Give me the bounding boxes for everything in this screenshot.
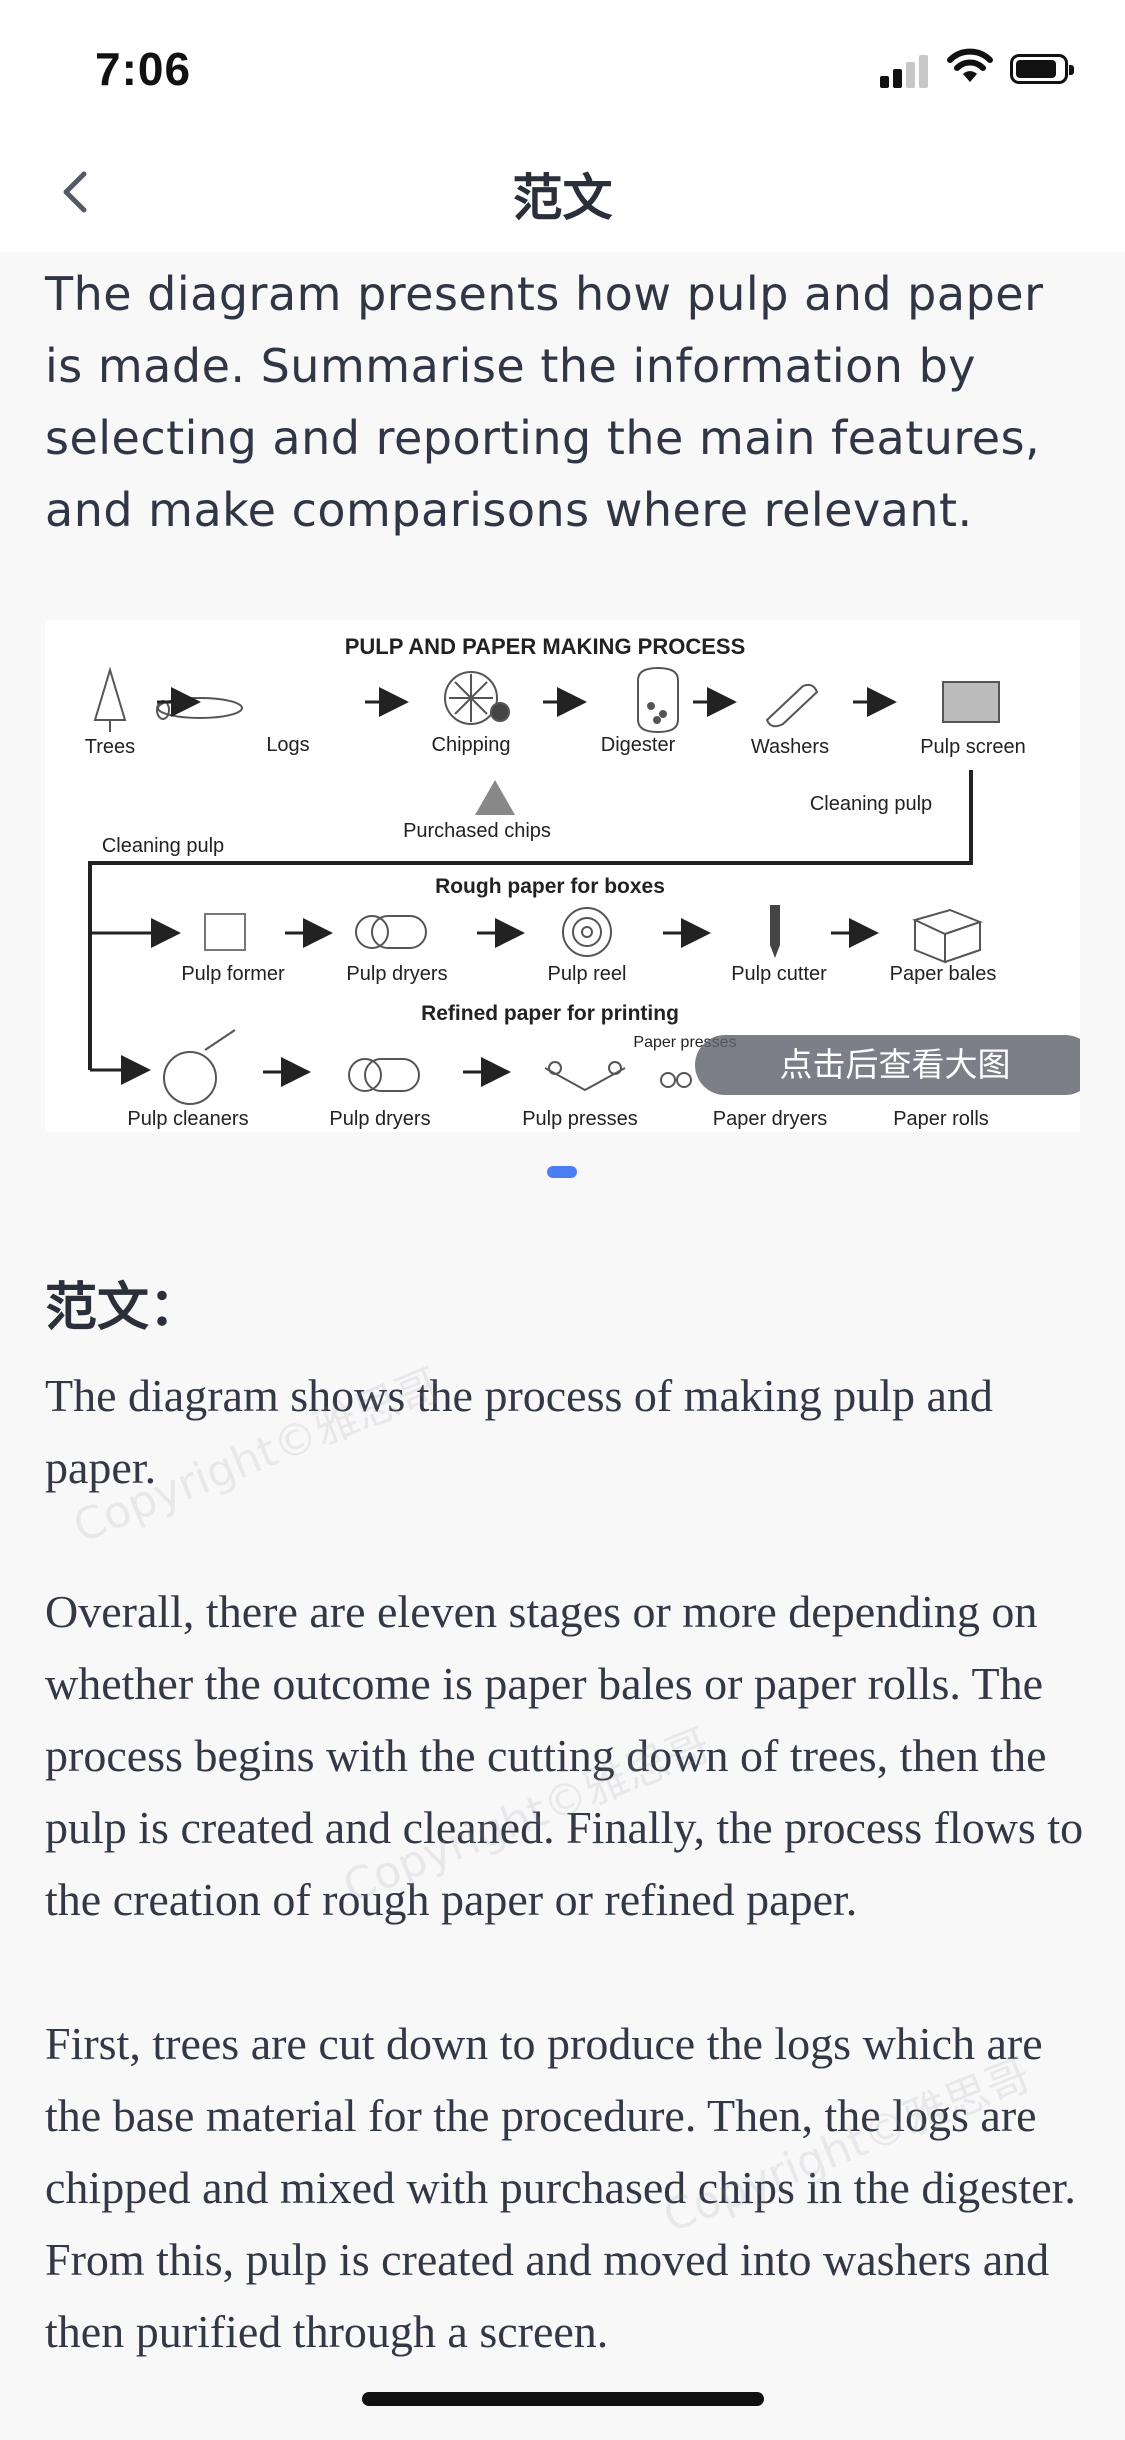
diagram-title: PULP AND PAPER MAKING PROCESS <box>345 634 746 659</box>
chevron-left-icon <box>63 171 87 213</box>
navigation-bar: 范文 <box>0 130 1125 252</box>
label-pulp-presses: Pulp presses <box>522 1108 638 1130</box>
essay-paragraph: First, trees are cut down to produce the… <box>45 2018 1076 2357</box>
pulp-cleaners-icon <box>163 1029 236 1105</box>
chipping-icon <box>444 671 510 725</box>
label-washers: Washers <box>751 736 829 758</box>
label-pulp-screen: Pulp screen <box>920 736 1026 758</box>
purchased-chips-icon <box>475 780 515 815</box>
label-cleaning-pulp-left: Cleaning pulp <box>102 835 224 857</box>
label-paper-dryers: Paper dryers <box>713 1108 828 1130</box>
paper-bales-icon <box>912 908 983 964</box>
label-purchased-chips: Purchased chips <box>403 820 551 842</box>
label-paper-rolls: Paper rolls <box>893 1108 989 1130</box>
pulp-former-icon <box>204 913 246 951</box>
tree-icon <box>93 666 127 732</box>
home-indicator[interactable] <box>362 2392 764 2406</box>
essay-paragraph: Overall, there are eleven stages or more… <box>45 1586 1084 1925</box>
pulp-dryers-icon <box>355 915 427 949</box>
carousel-page-indicator <box>547 1166 577 1178</box>
cellular-signal-icon <box>880 54 928 88</box>
status-bar: 7:06 <box>0 0 1125 130</box>
washers-icon <box>765 683 819 728</box>
label-pulp-former: Pulp former <box>181 963 285 985</box>
label-chipping: Chipping <box>432 734 511 756</box>
label-logs: Logs <box>266 734 309 756</box>
view-large-image-button[interactable]: 点击后查看大图 <box>695 1035 1080 1095</box>
paper-presses-icon <box>660 1072 692 1088</box>
label-pulp-dryers-refined: Pulp dryers <box>329 1108 430 1130</box>
label-cleaning-pulp-right: Cleaning pulp <box>810 793 932 815</box>
diagram-image-card[interactable]: PULP AND PAPER MAKING PROCESS Trees <box>45 620 1080 1132</box>
label-pulp-cutter: Pulp cutter <box>731 963 827 985</box>
pulp-cutter-icon <box>770 905 780 958</box>
digester-icon <box>637 666 679 734</box>
essay-paragraph: The diagram shows the process of making … <box>45 1370 993 1493</box>
page-title: 范文 <box>512 169 613 227</box>
label-pulp-cleaners: Pulp cleaners <box>127 1108 248 1130</box>
model-essay-heading: 范文： <box>45 1278 202 1338</box>
wifi-icon <box>947 48 993 82</box>
status-time: 7:06 <box>95 43 192 95</box>
model-essay: The diagram shows the process of making … <box>45 1360 1085 2440</box>
back-button[interactable] <box>48 162 100 222</box>
pulp-screen-icon <box>942 681 1000 723</box>
battery-icon <box>1010 54 1074 84</box>
label-trees: Trees <box>85 736 135 758</box>
label-pulp-reel: Pulp reel <box>548 963 627 985</box>
pulp-reel-icon <box>562 907 612 957</box>
pulp-dryers-refined-icon <box>348 1058 420 1092</box>
label-pulp-dryers-rough: Pulp dryers <box>346 963 447 985</box>
label-digester: Digester <box>601 734 676 756</box>
rough-paper-heading: Rough paper for boxes <box>435 875 665 898</box>
refined-paper-heading: Refined paper for printing <box>421 1002 679 1025</box>
pulp-presses-icon <box>544 1061 626 1092</box>
label-paper-bales: Paper bales <box>890 963 997 985</box>
task-prompt: The diagram presents how pulp and paper … <box>45 267 1044 537</box>
